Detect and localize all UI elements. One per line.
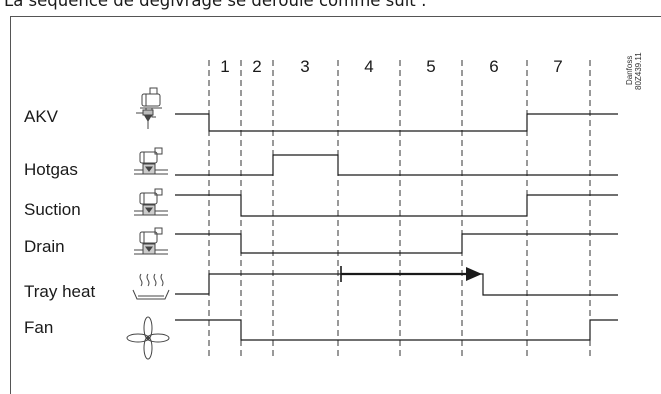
signal-trace-akv bbox=[175, 113, 618, 132]
signal-label-akv: AKV bbox=[24, 107, 59, 126]
tray-heater-icon bbox=[132, 273, 170, 300]
solenoid-valve-icon bbox=[134, 147, 168, 175]
waveforms bbox=[175, 113, 618, 341]
diagram-frame bbox=[10, 16, 661, 394]
signal-label-tray-heat: Tray heat bbox=[24, 282, 95, 301]
code-number: 80Z439.11 bbox=[634, 52, 643, 90]
phase-label-2: 2 bbox=[252, 57, 261, 76]
code-brand: Danfoss bbox=[625, 56, 634, 85]
phase-label-5: 5 bbox=[426, 57, 435, 76]
phase-label-4: 4 bbox=[364, 57, 373, 76]
signal-trace-drain bbox=[175, 233, 618, 254]
solenoid-valve-icon bbox=[134, 227, 168, 255]
phase-boundaries bbox=[208, 60, 591, 358]
phase-label-1: 1 bbox=[220, 57, 229, 76]
solenoid-valve-icon bbox=[134, 188, 168, 216]
signal-trace-suction bbox=[175, 194, 618, 217]
signal-trace-hotgas bbox=[175, 154, 618, 176]
valve-akv-icon bbox=[136, 87, 162, 129]
fan-icon bbox=[126, 316, 170, 360]
signal-label-fan: Fan bbox=[24, 318, 53, 337]
phase-label-7: 7 bbox=[553, 57, 562, 76]
phase-label-3: 3 bbox=[300, 57, 309, 76]
tray-heat-arrow bbox=[340, 266, 482, 282]
heading: La séquence de dégivrage se déroule comm… bbox=[4, 0, 427, 10]
signal-label-suction: Suction bbox=[24, 200, 81, 219]
signal-label-drain: Drain bbox=[24, 237, 65, 256]
phase-label-6: 6 bbox=[489, 57, 498, 76]
signal-trace-fan bbox=[175, 319, 618, 341]
drawing-code: Danfoss 80Z439.11 bbox=[625, 52, 643, 90]
signal-label-hotgas: Hotgas bbox=[24, 160, 78, 179]
